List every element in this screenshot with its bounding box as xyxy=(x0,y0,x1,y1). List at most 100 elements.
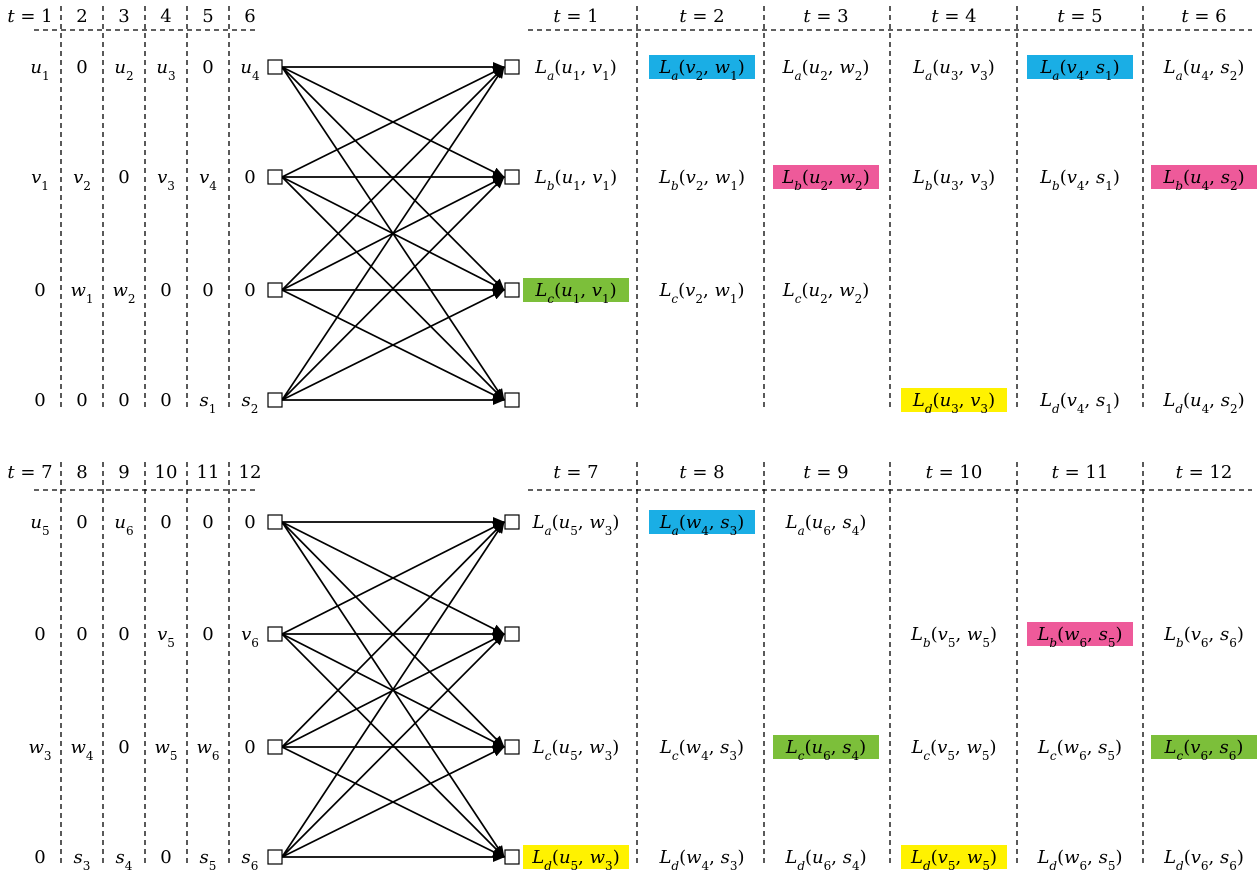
bipartite-graph xyxy=(267,59,520,408)
arrow-icon xyxy=(281,66,505,178)
link-label-d: Ld(u5, w3) xyxy=(531,847,619,873)
square-node-icon xyxy=(504,849,520,865)
arrow-icon xyxy=(281,66,505,291)
arrow-icon xyxy=(281,633,505,858)
slot-cell: 0 xyxy=(202,280,213,301)
slot-cell: u4 xyxy=(240,57,260,83)
square-node-icon xyxy=(267,739,283,755)
link-label-a: La(u6, s4) xyxy=(785,512,867,538)
slot-cell: s6 xyxy=(242,847,259,873)
slot-cell: v3 xyxy=(157,167,175,193)
highlight-b xyxy=(1027,622,1133,646)
square-node-icon xyxy=(504,626,520,642)
square-node-icon xyxy=(267,59,283,75)
slot-cell: 0 xyxy=(76,512,87,533)
link-label-c: Lc(u6, s4) xyxy=(785,737,866,763)
right-header-5: t = 6 xyxy=(1181,6,1226,27)
square-node-icon xyxy=(267,169,283,185)
link-label-c: Lc(v5, w5) xyxy=(910,737,996,763)
left-header-2: 3 xyxy=(118,6,129,27)
highlight-d xyxy=(523,845,629,869)
bipartite-graph xyxy=(267,514,520,865)
arrow-icon xyxy=(281,176,505,401)
slot-cell: 0 xyxy=(76,390,87,411)
highlight-c xyxy=(523,278,629,302)
slot-cell: w2 xyxy=(112,280,135,306)
link-label-b: Lb(w6, s5) xyxy=(1036,624,1122,650)
arrow-icon xyxy=(281,521,505,858)
right-header-3: t = 10 xyxy=(926,462,983,483)
link-label-b: Lb(v4, s1) xyxy=(1039,167,1120,193)
highlight-b xyxy=(1151,165,1257,189)
square-node-icon xyxy=(504,282,520,298)
left-header-3: 4 xyxy=(160,6,171,27)
right-header-4: t = 11 xyxy=(1052,462,1109,483)
link-label-a: La(u2, w2) xyxy=(782,57,870,83)
link-label-b: Lb(u2, w2) xyxy=(781,167,869,193)
slot-cell: u2 xyxy=(114,57,133,83)
link-label-d: Ld(u4, s2) xyxy=(1162,390,1244,416)
square-node-icon xyxy=(267,282,283,298)
highlight-d xyxy=(901,845,1007,869)
slot-cell: 0 xyxy=(118,624,129,645)
square-node-icon xyxy=(267,392,283,408)
slot-cell: 0 xyxy=(76,624,87,645)
link-label-a: La(u1, v1) xyxy=(534,57,617,83)
link-label-b: Lb(v2, w1) xyxy=(658,167,745,193)
slot-cell: u3 xyxy=(156,57,175,83)
slot-cell: 0 xyxy=(34,624,45,645)
slot-cell: 0 xyxy=(244,167,255,188)
slot-cell: u5 xyxy=(30,512,49,538)
left-header-5: 6 xyxy=(244,6,255,27)
link-label-d: Ld(v4, s1) xyxy=(1039,390,1120,416)
left-header-4: 5 xyxy=(202,6,213,27)
right-header-2: t = 9 xyxy=(803,462,848,483)
slot-cell: 0 xyxy=(34,390,45,411)
slot-cell: 0 xyxy=(244,512,255,533)
square-node-icon xyxy=(504,59,520,75)
slot-cell: 0 xyxy=(202,57,213,78)
link-label-d: Ld(v6, s6) xyxy=(1163,847,1244,873)
slot-cell: w1 xyxy=(70,280,93,306)
arrow-icon xyxy=(281,521,505,748)
link-label-d: Ld(w6, s5) xyxy=(1036,847,1122,873)
slot-cell: s5 xyxy=(200,847,217,873)
link-label-c: Lc(u5, w3) xyxy=(532,737,620,763)
slot-cell: u6 xyxy=(114,512,133,538)
link-label-c: Lc(u1, v1) xyxy=(534,280,616,306)
slot-cell: 0 xyxy=(202,512,213,533)
square-node-icon xyxy=(267,626,283,642)
link-label-b: Lb(u3, v3) xyxy=(912,167,995,193)
link-label-a: La(u4, s2) xyxy=(1163,57,1245,83)
square-node-icon xyxy=(504,739,520,755)
slot-cell: 0 xyxy=(160,512,171,533)
right-header-0: t = 7 xyxy=(553,462,598,483)
slot-cell: s3 xyxy=(74,847,91,873)
slot-cell: w3 xyxy=(28,737,51,763)
link-label-b: Lb(u4, s2) xyxy=(1162,167,1244,193)
square-node-icon xyxy=(504,392,520,408)
slot-cell: s1 xyxy=(200,390,217,416)
slot-cell: v6 xyxy=(241,624,259,650)
link-label-c: Lc(u2, w2) xyxy=(782,280,870,306)
highlight-a xyxy=(649,55,755,79)
left-header-2: 9 xyxy=(118,462,129,483)
link-label-b: Lb(v5, w5) xyxy=(910,624,997,650)
link-label-a: La(v2, w1) xyxy=(658,57,745,83)
left-header-0: t = 1 xyxy=(7,6,52,27)
slot-cell: w5 xyxy=(154,737,177,763)
left-header-1: 8 xyxy=(76,462,87,483)
right-header-5: t = 12 xyxy=(1176,462,1233,483)
right-header-1: t = 2 xyxy=(679,6,724,27)
slot-cell: s4 xyxy=(116,847,133,873)
link-label-c: Lc(w6, s5) xyxy=(1037,737,1122,763)
square-node-icon xyxy=(267,514,283,530)
slot-cell: 0 xyxy=(118,737,129,758)
left-header-0: t = 7 xyxy=(7,462,52,483)
right-header-3: t = 4 xyxy=(931,6,976,27)
